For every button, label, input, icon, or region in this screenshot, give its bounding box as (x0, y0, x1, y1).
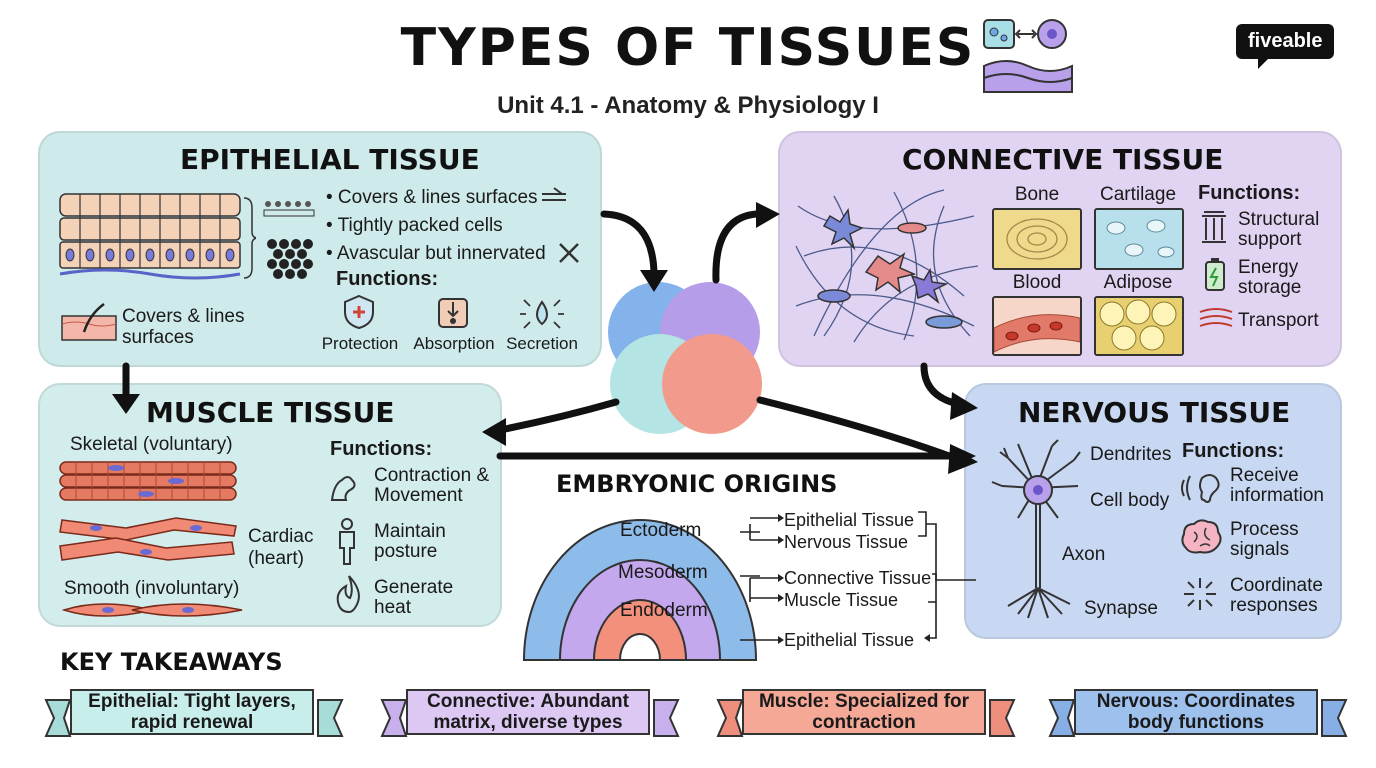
packed-cells-icon (263, 201, 315, 279)
transport-icon (1199, 308, 1233, 327)
function-maintain-posture: Maintain posture (374, 521, 446, 562)
outcome-nervous: Nervous Tissue (784, 532, 909, 552)
flame-icon (336, 575, 360, 614)
outcome-connective: Connective Tissue (784, 568, 932, 588)
battery-icon (1205, 258, 1225, 291)
skeletal-muscle-illustration (59, 461, 237, 501)
epithelial-bullet-1: • Covers & lines surfaces (326, 187, 538, 208)
endoderm-label: Endoderm (620, 600, 708, 621)
muscle-title: MUSCLE TISSUE (146, 396, 395, 429)
tissue-cells-icon (983, 19, 1073, 93)
takeaways-title: KEY TAKEAWAYS (60, 648, 283, 676)
axon-label: Axon (1062, 544, 1106, 565)
blood-tissue-image (992, 296, 1082, 356)
standing-person-icon (339, 518, 355, 565)
cardiac-label: Cardiac (heart) (248, 526, 314, 569)
brain-icon (1181, 519, 1222, 554)
nerve-cross-icon (559, 243, 579, 263)
page-title: TYPES OF TISSUES (400, 18, 976, 78)
absorption-icon (438, 298, 468, 328)
shield-icon (344, 294, 374, 330)
ectoderm-label: Ectoderm (620, 520, 702, 541)
takeaway-connective-line1: Connective: Abundant (427, 691, 629, 712)
surface-icon (542, 187, 566, 201)
pillar-icon (1202, 211, 1226, 243)
nervous-title: NERVOUS TISSUE (1018, 396, 1291, 429)
muscle-panel (38, 383, 502, 627)
function-protection: Protection (321, 334, 399, 353)
adipose-tissue-image (1094, 296, 1184, 356)
neuron-illustration (991, 439, 1081, 619)
smooth-muscle-illustration (62, 603, 243, 617)
takeaway-epithelial-line1: Epithelial: Tight layers, (88, 691, 296, 712)
takeaway-epithelial: Epithelial: Tight layers,rapid renewal (70, 689, 314, 735)
smooth-label: Smooth (involuntary) (64, 578, 240, 599)
cell-body-label: Cell body (1090, 490, 1170, 511)
connective-functions-label: Functions: (1198, 182, 1301, 204)
connective-title: CONNECTIVE TISSUE (902, 143, 1224, 176)
fiveable-logo: fiveable (1236, 24, 1335, 69)
page-subtitle: Unit 4.1 - Anatomy & Physiology I (497, 92, 879, 119)
origin-arrows (740, 511, 976, 644)
cartilage-tissue-image (1094, 208, 1184, 270)
takeaway-muscle-line2: contraction (812, 712, 916, 733)
cartilage-label: Cartilage (1099, 184, 1177, 205)
epithelial-cells-illustration (59, 193, 256, 280)
dendrites-label: Dendrites (1090, 444, 1172, 465)
bone-tissue-image (992, 208, 1082, 270)
takeaway-nervous-line1: Nervous: Coordinates (1096, 691, 1296, 712)
secretion-droplet-icon (520, 299, 564, 329)
function-secretion: Secretion (506, 334, 578, 353)
coordinate-arrows-icon (1184, 578, 1216, 610)
skin-label: Covers & lines surfaces (122, 306, 245, 348)
function-receive-information: Receive information (1230, 465, 1324, 506)
ear-icon (1181, 474, 1220, 503)
embryonic-title: EMBRYONIC ORIGINS (556, 470, 838, 498)
function-energy-storage: Energy storage (1238, 257, 1302, 298)
nervous-panel (964, 383, 1342, 639)
function-process-signals: Process signals (1230, 519, 1299, 560)
synapse-label: Synapse (1084, 598, 1158, 619)
takeaway-nervous-line2: body functions (1127, 712, 1265, 733)
skeletal-label: Skeletal (voluntary) (70, 434, 233, 455)
outcome-epithelial-2: Epithelial Tissue (784, 630, 915, 650)
skin-hair-icon (61, 302, 117, 341)
epithelial-title: EPITHELIAL TISSUE (180, 143, 480, 176)
function-coordinate-responses: Coordinate responses (1230, 575, 1323, 616)
takeaway-connective-line2: matrix, diverse types (433, 712, 623, 733)
outcome-epithelial-1: Epithelial Tissue (784, 510, 915, 530)
function-transport: Transport (1238, 310, 1319, 331)
takeaway-muscle-line1: Muscle: Specialized for (758, 691, 970, 712)
outcome-muscle: Muscle Tissue (784, 590, 899, 610)
cardiac-muscle-illustration (59, 517, 237, 561)
epithelial-bullet-3: • Avascular but innervated (326, 243, 546, 264)
function-structural-support: Structural support (1238, 209, 1320, 250)
connective-fibers-illustration (795, 189, 979, 343)
function-contraction: Contraction & Movement (374, 465, 490, 506)
nervous-functions-label: Functions: (1182, 440, 1285, 462)
takeaway-epithelial-line2: rapid renewal (130, 712, 254, 733)
function-generate-heat: Generate heat (374, 577, 454, 618)
flexed-arm-icon (330, 476, 356, 501)
blood-label: Blood (1012, 272, 1062, 293)
bone-label: Bone (1014, 184, 1060, 205)
epithelial-bullet-2: • Tightly packed cells (326, 215, 503, 236)
germ-layers-illustration (522, 519, 758, 661)
function-absorption: Absorption (413, 334, 495, 353)
mesoderm-label: Mesoderm (618, 562, 708, 583)
muscle-functions-label: Functions: (330, 438, 433, 460)
epithelial-functions-label: Functions: (336, 268, 439, 290)
adipose-label: Adipose (1103, 272, 1173, 293)
